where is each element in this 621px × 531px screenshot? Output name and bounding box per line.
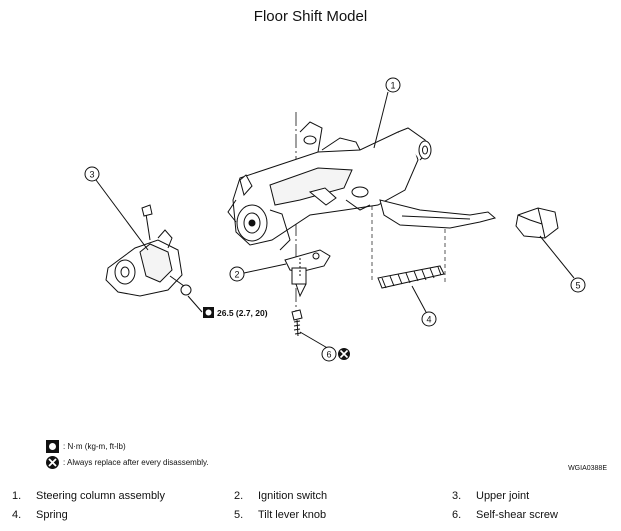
callout-3: 3 [84,166,100,182]
upper-joint [105,204,192,297]
callout-label: 6 [326,350,331,360]
callout-label: 3 [89,170,94,180]
part-item: 1. Steering column assembly [12,490,165,502]
torque-wrench-icon [46,440,59,453]
legend-torque-text: : N·m (kg-m, ft-lb) [63,442,126,451]
part-name: Tilt lever knob [258,509,327,521]
exploded-view: 1 2 3 4 5 6 26.5 [84,77,586,362]
leader-torque [187,295,203,313]
part-item: 6. Self-shear screw [452,509,558,521]
steering-column-assembly [227,121,497,251]
torque-value: 26.5 (2.7, 20) [217,308,268,318]
ignition-switch [284,249,331,298]
part-number: 6. [452,509,462,521]
spring [377,265,445,289]
figure-id: WGIA0388E [568,465,607,472]
part-name: Spring [36,509,68,521]
tilt-lever-knob [515,207,559,239]
callout-1: 1 [385,77,401,93]
page-title: Floor Shift Model [253,8,368,25]
callout-label: 5 [575,281,580,291]
self-shear-screw [291,309,303,337]
leader-2 [243,263,287,274]
part-number: 3. [452,490,462,502]
part-number: 2. [234,490,244,502]
callout-label: 1 [390,81,395,91]
part-name: Self-shear screw [476,509,558,521]
replace-x-icon [46,456,59,469]
part-number: 1. [12,490,22,502]
callout-4: 4 [421,311,437,327]
replace-x-icon [338,348,350,360]
part-name: Steering column assembly [36,490,166,502]
part-item: 4. Spring [12,509,68,521]
leader-4 [411,285,427,313]
part-item: 3. Upper joint [452,490,529,502]
part-name: Ignition switch [258,490,328,502]
part-number: 4. [12,509,22,521]
part-item: 5. Tilt lever knob [234,509,326,521]
leader-3 [95,179,149,251]
legend-replace: : Always replace after every disassembly… [46,456,209,469]
callout-label: 2 [234,270,239,280]
callout-2: 2 [229,266,245,282]
callout-6: 6 [321,346,337,362]
leader-5 [539,235,575,279]
leader-1 [373,91,389,149]
part-number: 5. [234,509,244,521]
part-item: 2. Ignition switch [234,490,327,502]
callout-label: 4 [426,315,431,325]
callout-5: 5 [570,277,586,293]
legend-replace-text: : Always replace after every disassembly… [63,458,209,467]
legend-torque: : N·m (kg-m, ft-lb) [46,440,126,453]
torque-wrench-icon [203,307,214,318]
part-name: Upper joint [476,490,530,502]
